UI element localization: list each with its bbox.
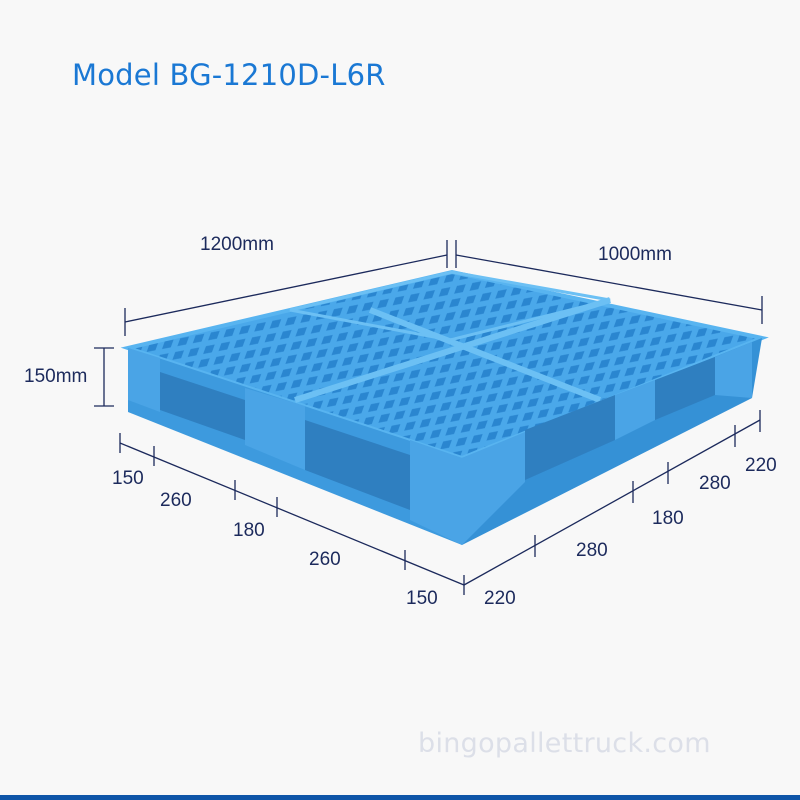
dimension-lines: [94, 240, 763, 595]
height-label: 150mm: [24, 366, 88, 387]
front-segment-3: 180: [233, 520, 265, 541]
watermark: bingopallettruck.com: [418, 728, 711, 759]
side-segment-2: 280: [576, 540, 608, 561]
side-segment-3: 180: [652, 508, 684, 529]
side-segment-4: 280: [699, 473, 731, 494]
width-label: 1000mm: [598, 244, 672, 265]
side-segment-5: 220: [745, 455, 777, 476]
side-segment-1: 220: [484, 588, 516, 609]
bottom-bar: [0, 795, 800, 800]
front-segment-4: 260: [309, 549, 341, 570]
front-segment-2: 260: [160, 490, 192, 511]
length-label: 1200mm: [200, 234, 274, 255]
pallet-image: [120, 269, 769, 545]
front-segment-5: 150: [406, 588, 438, 609]
model-title: Model BG-1210D-L6R: [72, 58, 386, 92]
front-segment-1: 150: [112, 468, 144, 489]
